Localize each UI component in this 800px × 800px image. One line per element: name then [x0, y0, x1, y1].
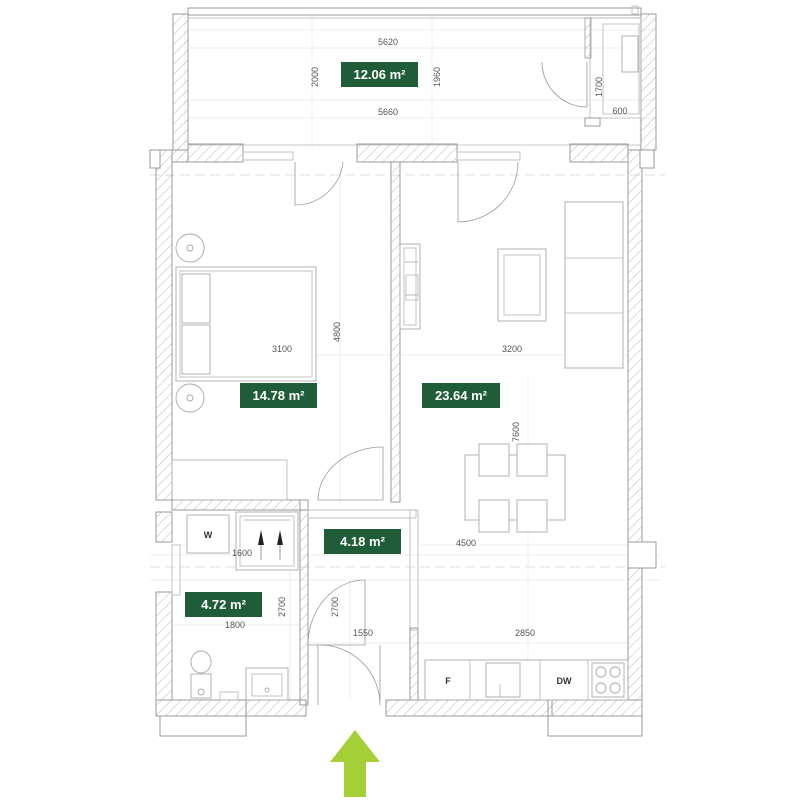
- dim-living-depth: 7600: [511, 422, 521, 442]
- dim-balcony-depth-left: 2000: [310, 67, 320, 87]
- area-hall: 4.18 m²: [340, 534, 385, 549]
- kitchen: F DW: [424, 659, 629, 701]
- area-badge-bathroom: 4.72 m²: [185, 592, 262, 617]
- dim-bedroom-depth: 4800: [332, 322, 342, 342]
- living-furniture: [399, 201, 624, 533]
- dim-balcony-side-depth: 1700: [594, 77, 604, 97]
- bedroom-furniture: [171, 233, 317, 501]
- walls: [149, 143, 657, 737]
- area-bathroom: 4.72 m²: [201, 597, 246, 612]
- balcony-structure: [172, 5, 657, 151]
- dim-balcony-width-inner: 5660: [378, 107, 398, 117]
- area-balcony: 12.06 m²: [353, 67, 406, 82]
- dim-kitchen-span: 4500: [456, 538, 476, 548]
- dim-bathroom-depth: 2700: [277, 597, 287, 617]
- dim-bathroom-width: 1800: [225, 620, 245, 630]
- doors: [294, 161, 519, 706]
- bathroom-fixtures: W: [186, 511, 299, 701]
- dim-living-width: 3200: [502, 344, 522, 354]
- dim-hall-width: 1550: [353, 628, 373, 638]
- area-badge-bedroom: 14.78 m²: [240, 383, 317, 408]
- dim-balcony-side-width: 600: [612, 106, 627, 116]
- dishwasher-label: DW: [557, 676, 572, 686]
- dim-bedroom-width: 3100: [272, 344, 292, 354]
- dim-kitchen-width: 2850: [515, 628, 535, 638]
- washer-label: W: [204, 530, 213, 540]
- dimensions: 5620 5660 2000 1960 1700 600 3100 4800 3…: [225, 37, 628, 638]
- area-badge-living: 23.64 m²: [422, 383, 500, 408]
- area-badge-hall: 4.18 m²: [324, 529, 401, 554]
- entrance-arrow-icon: [330, 730, 380, 797]
- area-living: 23.64 m²: [435, 388, 488, 403]
- area-badge-balcony: 12.06 m²: [341, 62, 418, 87]
- area-bedroom: 14.78 m²: [252, 388, 305, 403]
- fridge-label: F: [445, 676, 451, 686]
- dim-hall-depth: 2700: [330, 597, 340, 617]
- dim-balcony-depth-right: 1960: [432, 67, 442, 87]
- area-badges: 12.06 m² 14.78 m² 23.64 m² 4.18 m² 4.72 …: [185, 62, 500, 617]
- dim-wardrobe-width: 1600: [232, 548, 252, 558]
- dim-balcony-width-outer: 5620: [378, 37, 398, 47]
